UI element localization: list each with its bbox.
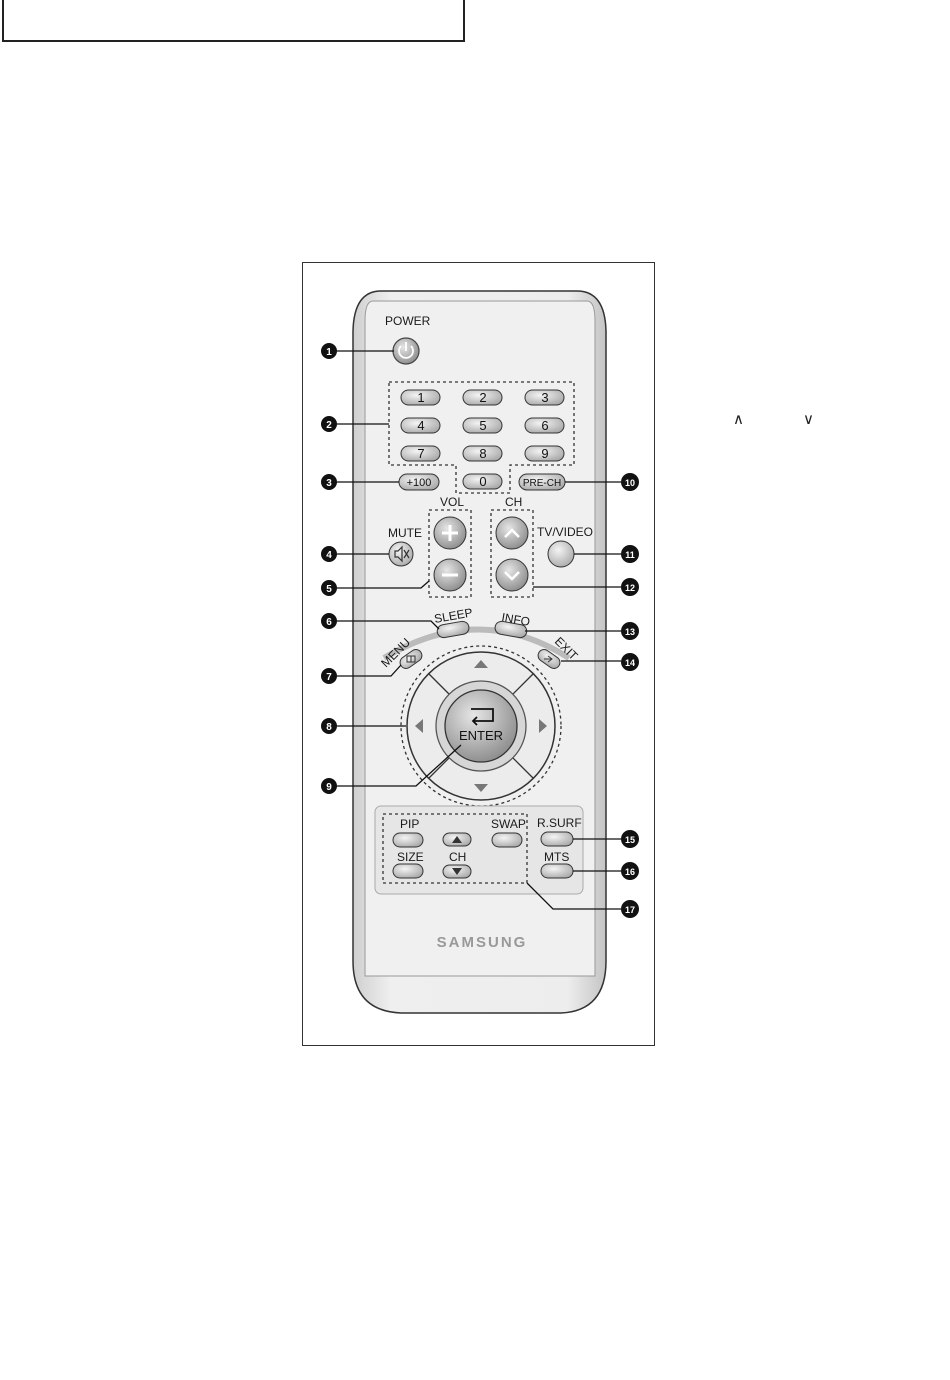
callout-12: 12 xyxy=(621,578,639,596)
pip-button[interactable] xyxy=(393,833,423,847)
key-1-label: 1 xyxy=(417,390,424,405)
key-2-label: 2 xyxy=(479,390,486,405)
svg-text:16: 16 xyxy=(625,867,635,877)
callout-3: 3 xyxy=(321,474,337,490)
r-surf-button[interactable] xyxy=(541,832,573,846)
key-3-label: 3 xyxy=(541,390,548,405)
key-7[interactable]: 7 xyxy=(401,446,440,461)
callout-6: 6 xyxy=(321,613,337,629)
key-plus-100[interactable]: +100 xyxy=(399,474,439,490)
svg-text:4: 4 xyxy=(326,550,332,561)
key-6-label: 6 xyxy=(541,418,548,433)
mts-button[interactable] xyxy=(541,864,573,878)
svg-text:5: 5 xyxy=(326,584,332,595)
key-1[interactable]: 1 xyxy=(401,390,440,405)
tv-video-label: TV/VIDEO xyxy=(537,525,593,539)
callout-11: 11 xyxy=(621,545,639,563)
caret-down-glyph: ∨ xyxy=(803,410,814,428)
callout-4: 4 xyxy=(321,546,337,562)
remote-diagram: POWER 1 2 3 4 5 6 7 8 9 +100 0 PRE-CH VO… xyxy=(303,263,656,1047)
key-3[interactable]: 3 xyxy=(525,390,564,405)
svg-text:12: 12 xyxy=(625,583,635,593)
callout-15: 15 xyxy=(621,830,639,848)
pip-label: PIP xyxy=(400,817,419,831)
power-label: POWER xyxy=(385,314,431,328)
key-4-label: 4 xyxy=(417,418,424,433)
pip-ch-up-button[interactable] xyxy=(443,833,471,846)
callout-13: 13 xyxy=(621,622,639,640)
vol-down-button[interactable] xyxy=(434,559,466,591)
svg-text:6: 6 xyxy=(326,617,332,628)
callout-10: 10 xyxy=(621,473,639,491)
callout-17: 17 xyxy=(621,900,639,918)
svg-text:7: 7 xyxy=(326,672,332,683)
svg-text:10: 10 xyxy=(625,478,635,488)
key-6[interactable]: 6 xyxy=(525,418,564,433)
key-9[interactable]: 9 xyxy=(525,446,564,461)
callout-7: 7 xyxy=(321,668,337,684)
svg-text:8: 8 xyxy=(326,722,332,733)
enter-button[interactable]: ENTER xyxy=(436,681,526,771)
pip-ch-down-button[interactable] xyxy=(443,865,471,878)
enter-label: ENTER xyxy=(459,728,503,743)
callout-16: 16 xyxy=(621,862,639,880)
key-7-label: 7 xyxy=(417,446,424,461)
swap-label: SWAP xyxy=(491,817,526,831)
key-2[interactable]: 2 xyxy=(463,390,502,405)
key-0[interactable]: 0 xyxy=(463,474,502,489)
key-plus-100-label: +100 xyxy=(407,477,432,489)
ch-down-button[interactable] xyxy=(496,559,528,591)
key-5[interactable]: 5 xyxy=(463,418,502,433)
callout-8: 8 xyxy=(321,718,337,734)
svg-text:3: 3 xyxy=(326,478,332,489)
svg-text:17: 17 xyxy=(625,905,635,915)
brand-logo: SAMSUNG xyxy=(437,934,528,951)
pre-ch-label: PRE-CH xyxy=(523,478,561,489)
mts-label: MTS xyxy=(544,850,569,864)
ch-label: CH xyxy=(505,495,522,509)
callout-2: 2 xyxy=(321,416,337,432)
svg-text:15: 15 xyxy=(625,835,635,845)
r-surf-label: R.SURF xyxy=(537,816,582,830)
mute-label: MUTE xyxy=(388,526,422,540)
key-4[interactable]: 4 xyxy=(401,418,440,433)
svg-text:1: 1 xyxy=(326,347,332,358)
callout-5: 5 xyxy=(321,580,337,596)
power-button[interactable] xyxy=(393,338,419,364)
callout-14: 14 xyxy=(621,653,639,671)
key-0-label: 0 xyxy=(479,474,486,489)
callout-9: 9 xyxy=(321,778,337,794)
size-label: SIZE xyxy=(397,850,424,864)
ch-up-button[interactable] xyxy=(496,517,528,549)
pre-ch-button[interactable]: PRE-CH xyxy=(519,474,565,490)
callout-1: 1 xyxy=(321,343,337,359)
mute-button[interactable] xyxy=(389,542,413,566)
key-9-label: 9 xyxy=(541,446,548,461)
tv-video-button[interactable] xyxy=(548,541,574,567)
pip-ch-label: CH xyxy=(449,850,466,864)
remote-illustration-frame: POWER 1 2 3 4 5 6 7 8 9 +100 0 PRE-CH VO… xyxy=(302,262,655,1046)
svg-text:13: 13 xyxy=(625,627,635,637)
svg-text:2: 2 xyxy=(326,420,332,431)
svg-text:11: 11 xyxy=(625,550,635,560)
caret-up-glyph: ∧ xyxy=(733,410,744,428)
vol-label: VOL xyxy=(440,495,464,509)
size-button[interactable] xyxy=(393,864,423,878)
vol-up-button[interactable] xyxy=(434,517,466,549)
header-box xyxy=(2,0,465,42)
svg-text:14: 14 xyxy=(625,658,635,668)
swap-button[interactable] xyxy=(492,833,522,847)
key-8-label: 8 xyxy=(479,446,486,461)
svg-text:9: 9 xyxy=(326,782,332,793)
key-5-label: 5 xyxy=(479,418,486,433)
key-8[interactable]: 8 xyxy=(463,446,502,461)
